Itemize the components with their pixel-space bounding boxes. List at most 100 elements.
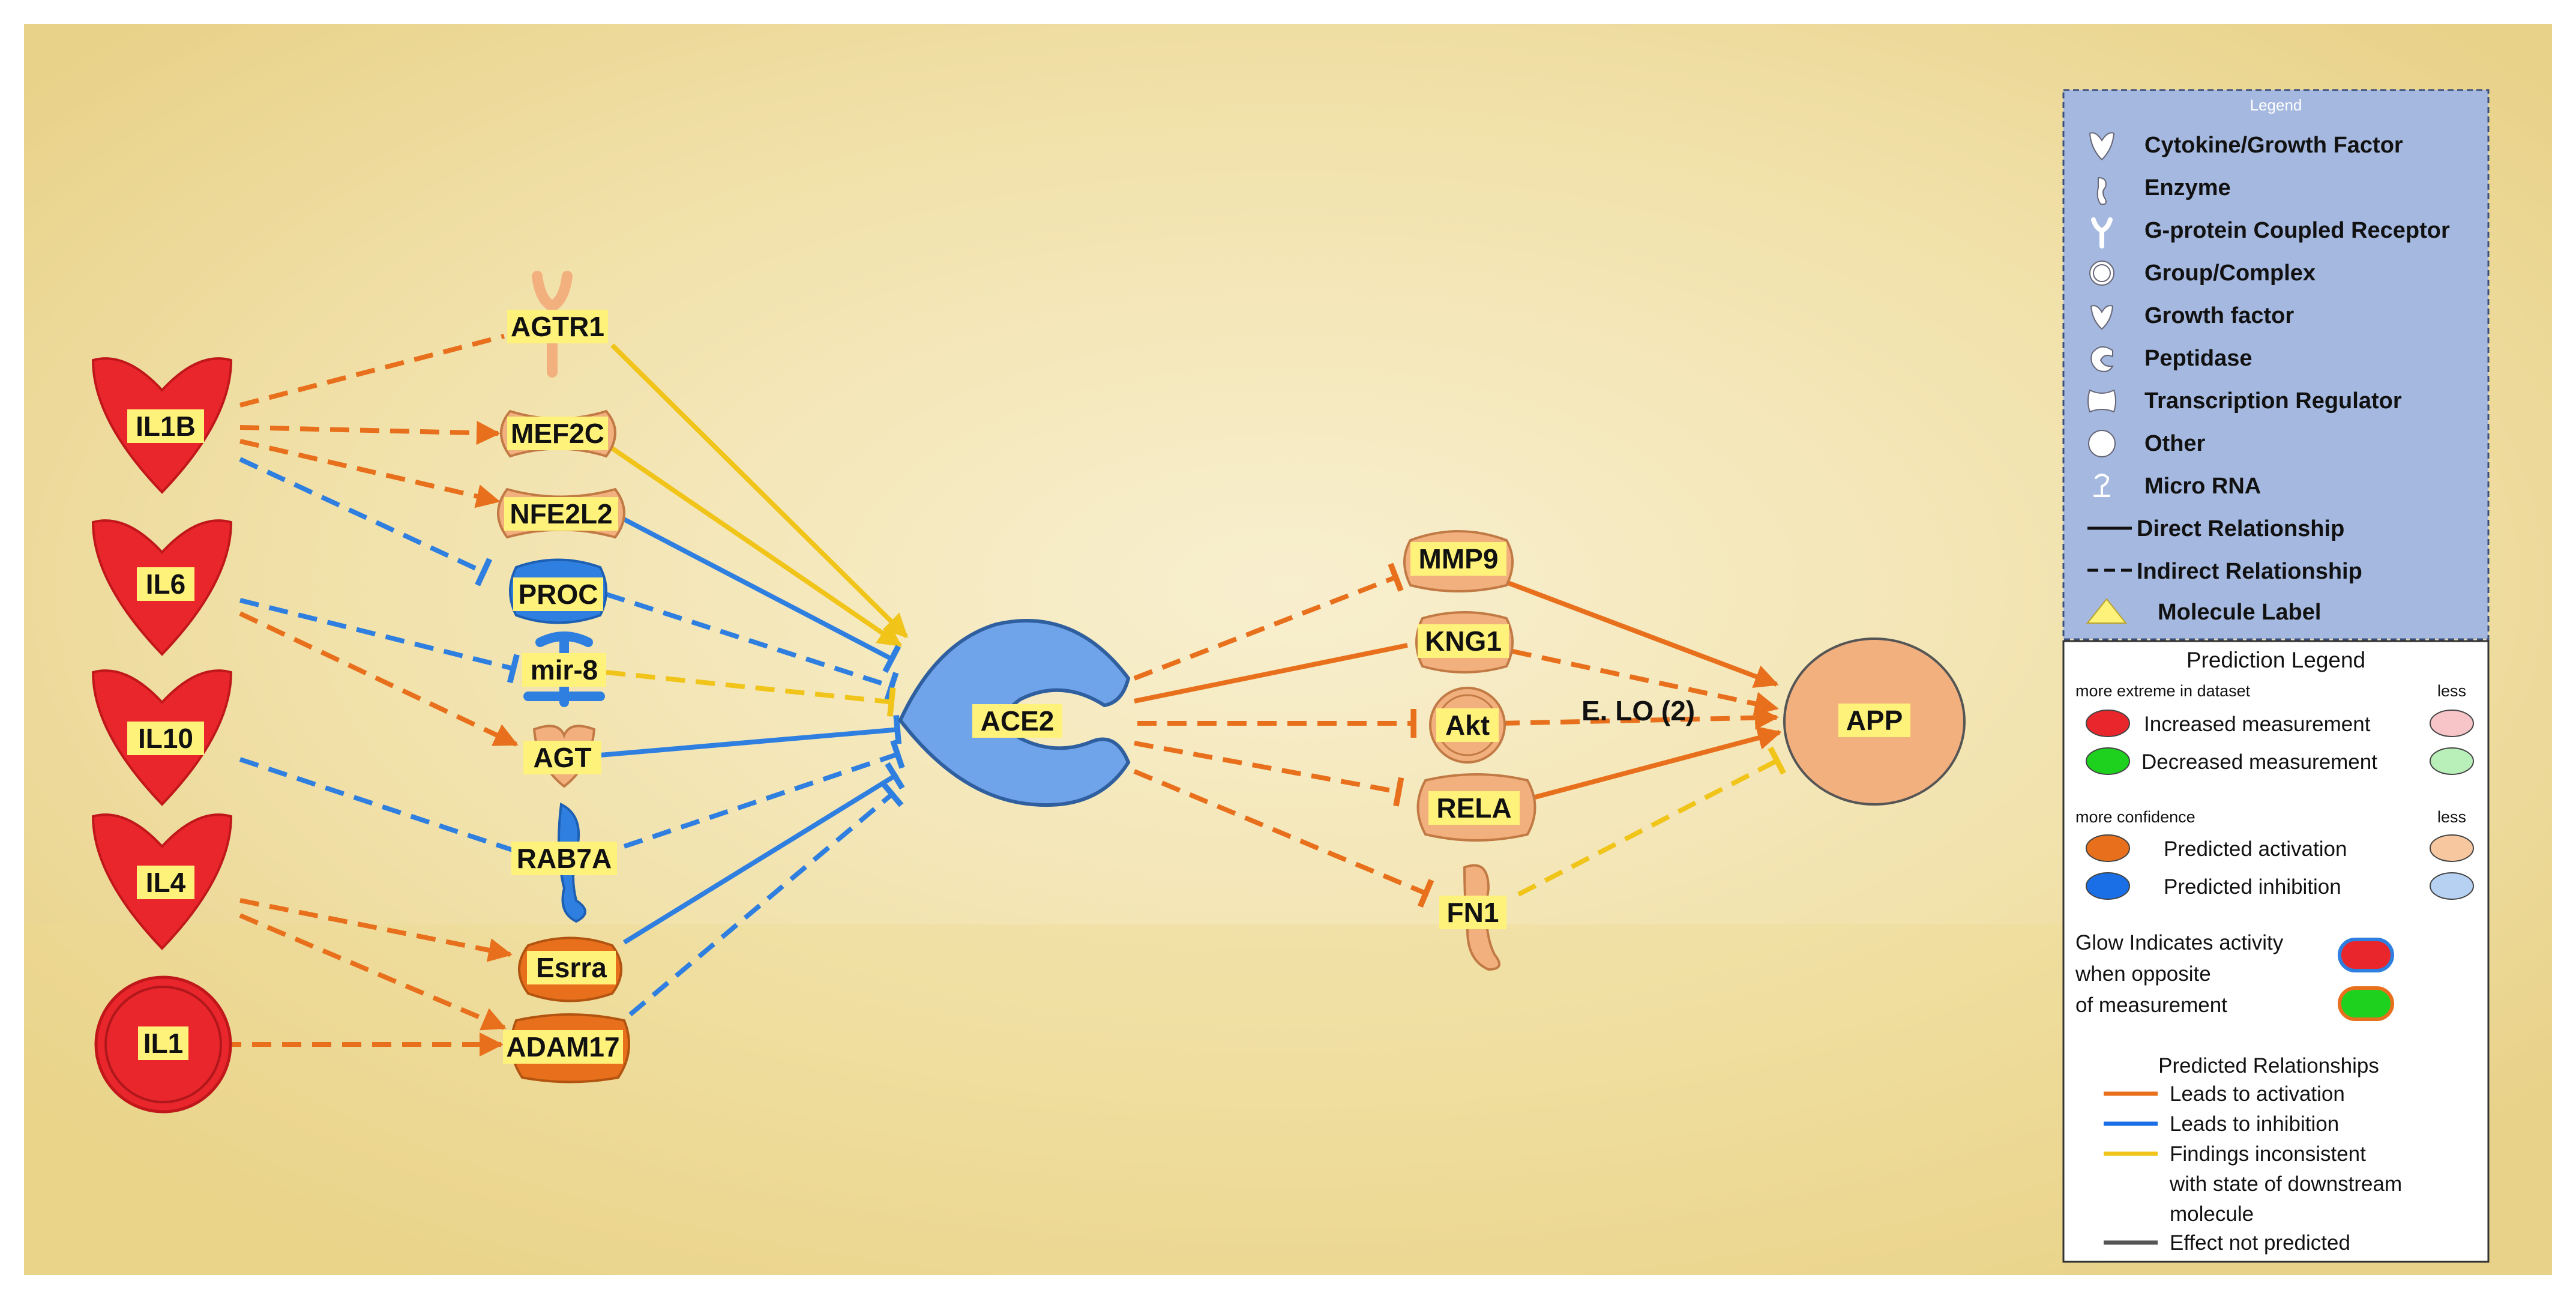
node-il1[interactable]: IL1 <box>94 975 232 1114</box>
label-box <box>1410 542 1506 576</box>
transcription-regulator-icon <box>2087 389 2116 413</box>
edge-il6-mir8 <box>239 598 520 684</box>
edge-agtr1-ace2 <box>610 343 908 638</box>
peptidase-icon <box>2090 346 2114 372</box>
gpcr-icon <box>2091 217 2113 249</box>
edge-il1b-mef2c <box>239 421 501 445</box>
label-box <box>527 951 616 984</box>
more-extreme-label: more extreme in dataset <box>2075 682 2251 700</box>
edge-fn1-app <box>1517 746 1787 897</box>
edge-label: E. LO (2) <box>1581 695 1695 726</box>
node-label: IL1 <box>143 1028 183 1059</box>
label-box <box>1439 896 1506 929</box>
node-ace2[interactable]: ACE2 <box>898 619 1131 807</box>
decreased-light-swatch <box>2430 747 2474 775</box>
predicted-activation-swatch <box>2086 834 2130 862</box>
edge-proc-ace2 <box>605 592 899 701</box>
glow-label-2: when opposite <box>2075 962 2211 986</box>
edge-il4-esrra <box>239 898 513 962</box>
legend-panel: Legend Cytokine/Growth Factor Enzyme G-p… <box>2062 89 2490 640</box>
label-box <box>513 577 603 611</box>
label-box <box>972 704 1062 738</box>
legend-item-label: Peptidase <box>2144 346 2252 371</box>
edge-mmp9-app <box>1505 580 1779 688</box>
node-rela[interactable]: RELA <box>1416 773 1536 842</box>
edge-rab7a-ace2 <box>623 740 905 849</box>
legend-item-label: Cytokine/Growth Factor <box>2144 133 2403 158</box>
node-label: IL6 <box>146 568 185 600</box>
edge-nfe2l2-ace2 <box>617 514 901 674</box>
legend-item-label: Molecule Label <box>2158 600 2321 625</box>
legend-title: Legend <box>2250 96 2302 114</box>
activation-label: Predicted activation <box>2164 837 2347 861</box>
inhibition-label: Predicted inhibition <box>2164 875 2341 899</box>
node-label: AGT <box>533 742 591 773</box>
legend-item-label: Enzyme <box>2144 175 2231 200</box>
label-box <box>507 310 608 343</box>
node-label: RAB7A <box>517 843 612 874</box>
rel-inconsistent-label-3: molecule <box>2170 1202 2254 1226</box>
node-agt[interactable]: AGT <box>523 725 601 788</box>
node-label: FN1 <box>1447 897 1499 928</box>
node-label: KNG1 <box>1425 625 1502 657</box>
node-rab7a[interactable]: RAB7A <box>511 802 617 923</box>
rel-inconsistent-label-1: Findings inconsistent <box>2170 1142 2366 1166</box>
growth-factor-icon <box>2090 305 2114 330</box>
label-box <box>127 722 204 755</box>
label-box <box>127 409 204 443</box>
node-il4[interactable]: IL4 <box>91 813 233 950</box>
node-label: ADAM17 <box>506 1031 619 1062</box>
node-label: PROC <box>519 579 598 610</box>
edge-il6-agt <box>239 611 519 747</box>
legend-item-label: Indirect Relationship <box>2137 559 2362 584</box>
label-box <box>1428 791 1520 825</box>
node-kng1[interactable]: KNG1 <box>1415 611 1514 674</box>
node-adam17[interactable]: ADAM17 <box>503 1013 630 1084</box>
group-complex-inner-icon <box>104 986 222 1103</box>
edge-il1b-proc <box>239 457 493 586</box>
node-mir8[interactable]: mir-8 <box>522 631 606 707</box>
glow-label-3: of measurement <box>2075 993 2227 1017</box>
node-agtr1[interactable]: AGTR1 <box>507 271 608 378</box>
prediction-legend-panel: Prediction Legend more extreme in datase… <box>2062 640 2490 1263</box>
label-box <box>523 741 601 774</box>
node-mef2c[interactable]: MEF2C <box>500 409 616 458</box>
edge-ace2-fn1 <box>1133 769 1434 908</box>
node-app[interactable]: APP <box>1783 637 1966 806</box>
node-label: mir-8 <box>531 654 598 686</box>
node-il6[interactable]: IL6 <box>91 519 233 656</box>
label-box <box>507 417 608 450</box>
edge-kng1-app <box>1512 649 1779 716</box>
edge-adam17-ace2 <box>628 781 904 1017</box>
node-label: MEF2C <box>511 418 604 449</box>
edge-il4-adam17 <box>239 913 507 1031</box>
legend-item-label: Direct Relationship <box>2137 516 2344 541</box>
node-nfe2l2[interactable]: NFE2L2 <box>497 487 625 539</box>
node-akt[interactable]: Akt <box>1429 687 1506 764</box>
rel-inhibition-label: Leads to inhibition <box>2170 1112 2339 1136</box>
edge-il1b-agtr1 <box>239 334 505 408</box>
predicted-inhibition-swatch <box>2086 872 2130 900</box>
edge-ace2-mmp9 <box>1133 562 1404 681</box>
edges <box>222 334 1787 1056</box>
legend-item-label: Transcription Regulator <box>2144 388 2402 414</box>
prediction-legend-background <box>2062 640 2490 1263</box>
node-label: AGTR1 <box>511 311 604 342</box>
rel-not-predicted-label: Effect not predicted <box>2170 1231 2350 1255</box>
glow-green-swatch <box>2338 986 2394 1021</box>
node-fn1[interactable]: FN1 <box>1439 864 1506 971</box>
node-label: IL10 <box>138 723 193 754</box>
increased-light-swatch <box>2430 710 2474 737</box>
node-proc[interactable]: PROC <box>509 558 607 624</box>
label-box <box>1418 624 1509 658</box>
node-il10[interactable]: IL10 <box>91 669 233 806</box>
cytokine-icon <box>2089 132 2115 161</box>
node-mmp9[interactable]: MMP9 <box>1403 530 1514 592</box>
activation-light-swatch <box>2430 834 2474 862</box>
prediction-legend-title: Prediction Legend <box>2186 648 2365 672</box>
increased-measurement-swatch <box>2086 710 2130 737</box>
decreased-label: Decreased measurement <box>2141 750 2377 774</box>
node-esrra[interactable]: Esrra <box>518 936 622 1002</box>
node-il1b[interactable]: IL1B <box>91 357 233 494</box>
